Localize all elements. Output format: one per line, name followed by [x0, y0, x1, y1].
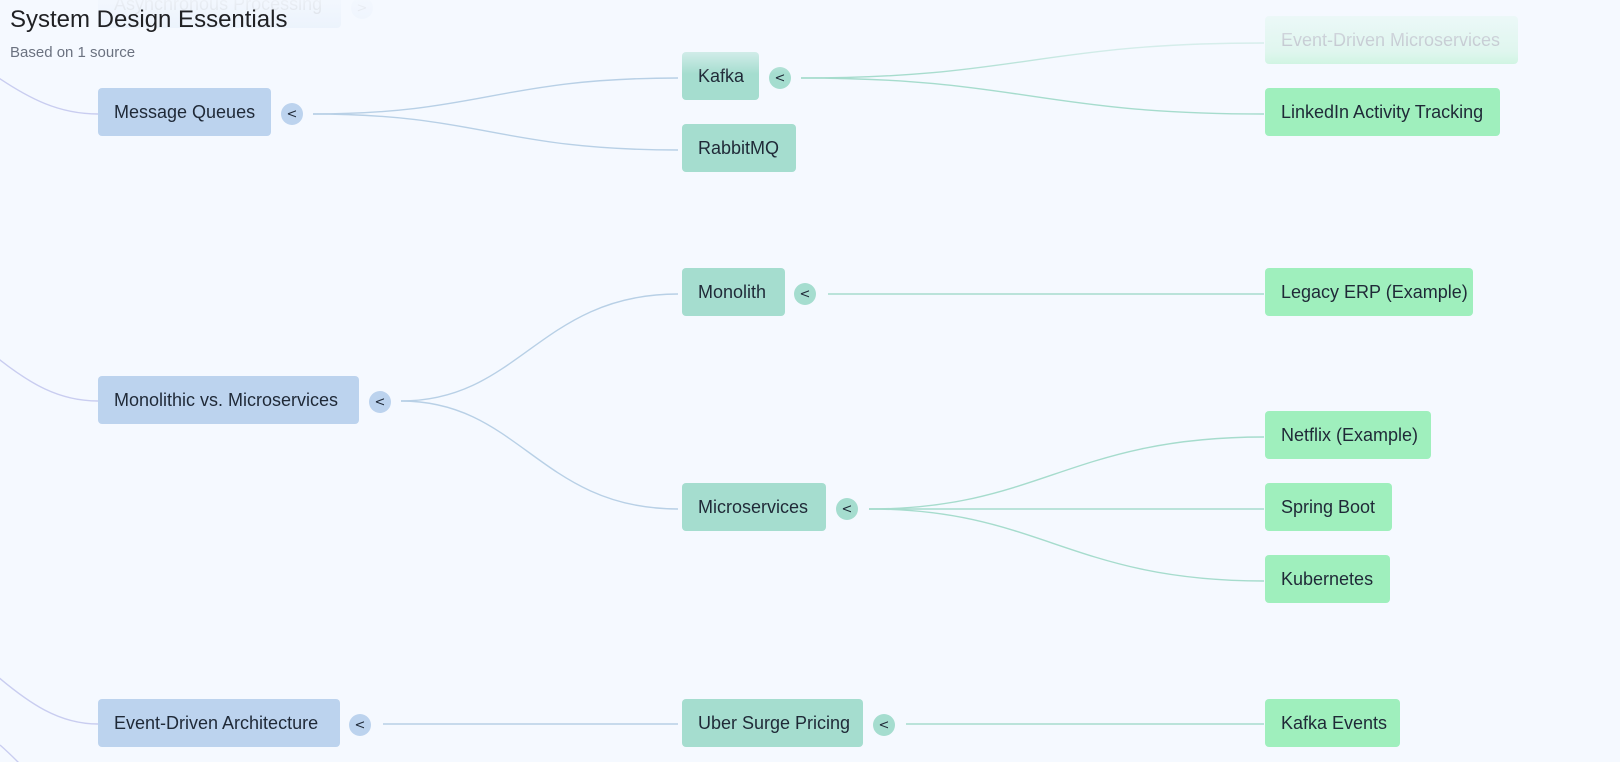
connector-microservices-kubernetes: [868, 508, 1265, 582]
node-spring-boot[interactable]: Spring Boot: [1265, 483, 1392, 531]
node-legacy-erp[interactable]: Legacy ERP (Example): [1265, 268, 1473, 316]
node-message-queues[interactable]: Message Queues: [98, 88, 271, 136]
collapse-toggle-event-driven-architecture[interactable]: <: [349, 714, 371, 736]
node-monolith[interactable]: Monolith: [682, 268, 785, 316]
node-rabbitmq[interactable]: RabbitMQ: [682, 124, 796, 172]
collapse-toggle-microservices[interactable]: <: [836, 498, 858, 520]
connector-kafka-linkedin: [800, 77, 1265, 115]
collapse-toggle-uber-surge-pricing[interactable]: <: [873, 714, 895, 736]
collapse-toggle-message-queues[interactable]: <: [281, 103, 303, 125]
connector-message-queues-kafka: [312, 77, 679, 115]
collapse-toggle-kafka[interactable]: <: [769, 67, 791, 89]
node-netflix[interactable]: Netflix (Example): [1265, 411, 1431, 459]
connector-root-event-driven: [0, 677, 99, 725]
connector-root-monolithic: [0, 359, 99, 402]
connector-monolithic-microservices: [400, 400, 679, 510]
node-kafka-events[interactable]: Kafka Events: [1265, 699, 1400, 747]
node-linkedin-activity-tracking[interactable]: LinkedIn Activity Tracking: [1265, 88, 1500, 136]
connector-kafka-event-driven-microservices: [800, 42, 1265, 79]
connector-microservices-netflix: [868, 436, 1265, 510]
connector-monolithic-monolith: [400, 293, 679, 402]
node-kafka[interactable]: Kafka: [682, 52, 759, 100]
connector-root-message-queues: [0, 77, 99, 115]
node-microservices[interactable]: Microservices: [682, 483, 826, 531]
node-event-driven-microservices[interactable]: Event-Driven Microservices: [1265, 16, 1518, 64]
node-uber-surge-pricing[interactable]: Uber Surge Pricing: [682, 699, 863, 747]
node-event-driven-architecture[interactable]: Event-Driven Architecture: [98, 699, 340, 747]
collapse-toggle-monolithic-vs-microservices[interactable]: <: [369, 391, 391, 413]
connector-message-queues-rabbitmq: [312, 113, 679, 151]
collapse-toggle-monolith[interactable]: <: [794, 283, 816, 305]
node-monolithic-vs-microservices[interactable]: Monolithic vs. Microservices: [98, 376, 359, 424]
node-asynchronous-processing[interactable]: Asynchronous Processing: [98, 0, 341, 28]
node-kubernetes[interactable]: Kubernetes: [1265, 555, 1390, 603]
connector-root-offscreen: [0, 744, 19, 762]
